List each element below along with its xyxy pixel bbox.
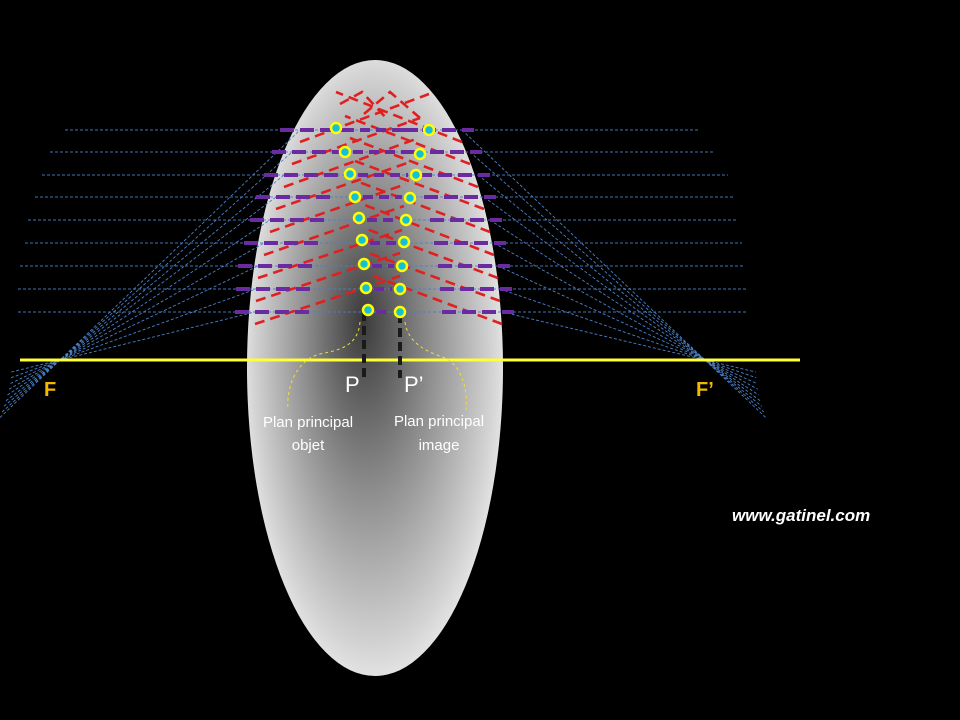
refraction-path bbox=[354, 159, 485, 211]
plane-image-label-line1: Plan principal bbox=[394, 413, 484, 430]
refraction-path bbox=[283, 137, 417, 189]
refraction-path bbox=[335, 90, 463, 144]
refraction-apex bbox=[339, 90, 389, 121]
principal-point-object-dot bbox=[348, 190, 362, 204]
image-side-ray bbox=[493, 242, 758, 390]
image-side-ray bbox=[483, 196, 761, 402]
object-side-ray bbox=[3, 174, 285, 407]
refraction-path bbox=[358, 180, 491, 234]
refraction-path bbox=[367, 272, 503, 326]
refraction-path bbox=[257, 228, 403, 280]
image-side-ray bbox=[461, 129, 767, 418]
image-side-ray bbox=[477, 174, 763, 407]
principal-point-image-dot bbox=[413, 147, 427, 161]
refraction-path bbox=[254, 274, 401, 326]
object-side-ray bbox=[5, 196, 277, 402]
refraction-path bbox=[344, 114, 471, 166]
refraction-path bbox=[263, 204, 405, 257]
refraction-path bbox=[275, 160, 411, 211]
refraction-path bbox=[349, 136, 479, 189]
principal-point-image-dot bbox=[422, 123, 436, 137]
object-side-ray bbox=[10, 288, 257, 379]
refraction-path bbox=[365, 250, 501, 303]
object-side-ray bbox=[8, 242, 265, 390]
incident-rays bbox=[0, 129, 767, 418]
principal-point-object-dot bbox=[352, 211, 366, 225]
principal-point-object-dot bbox=[329, 121, 343, 135]
refraction-path bbox=[255, 251, 401, 303]
refraction-path bbox=[299, 92, 430, 144]
principal-point-object-dot bbox=[343, 167, 357, 181]
image-side-ray bbox=[499, 288, 757, 379]
principal-point-image-dot bbox=[397, 235, 411, 249]
callout-image-curve bbox=[404, 321, 467, 411]
image-side-ray bbox=[501, 311, 756, 373]
principal-point-object-dot bbox=[338, 145, 352, 159]
refraction-paths bbox=[254, 90, 503, 326]
refraction-apex bbox=[363, 90, 421, 119]
object-side-ray bbox=[0, 129, 301, 418]
principal-point-image-label: P’ bbox=[404, 372, 424, 397]
plane-object-label-line1: Plan principal bbox=[263, 414, 353, 431]
image-side-ray bbox=[469, 151, 765, 413]
image-side-ray bbox=[489, 219, 759, 396]
principal-point-object-dot bbox=[359, 281, 373, 295]
principal-point-image-dot bbox=[393, 305, 407, 319]
callout-object-curve bbox=[287, 321, 361, 411]
principal-point-image-dot bbox=[393, 282, 407, 296]
focus-image-label: F’ bbox=[696, 379, 714, 401]
refraction-path bbox=[361, 202, 495, 257]
plane-image-label-line2: image bbox=[419, 437, 460, 454]
plane-object-label-line2: objet bbox=[292, 437, 325, 454]
principal-point-image-dot bbox=[409, 168, 423, 182]
refraction-path bbox=[363, 226, 499, 280]
principal-point-image-dot bbox=[403, 191, 417, 205]
interface-marks bbox=[235, 128, 514, 314]
principal-point-object-dot bbox=[357, 257, 371, 271]
principal-point-image-dot bbox=[395, 259, 409, 273]
object-side-ray bbox=[10, 265, 259, 384]
object-side-ray bbox=[11, 311, 256, 373]
principal-point-object-dot bbox=[361, 303, 375, 317]
focus-object-label: F bbox=[44, 379, 56, 401]
principal-point-image-dot bbox=[399, 213, 413, 227]
object-side-ray bbox=[7, 219, 271, 396]
principal-points bbox=[329, 121, 436, 319]
principal-point-object-label: P bbox=[345, 372, 360, 397]
website-label: www.gatinel.com bbox=[732, 506, 870, 525]
lens-body bbox=[247, 60, 503, 676]
image-side-ray bbox=[497, 265, 757, 384]
principal-point-object-dot bbox=[355, 233, 369, 247]
